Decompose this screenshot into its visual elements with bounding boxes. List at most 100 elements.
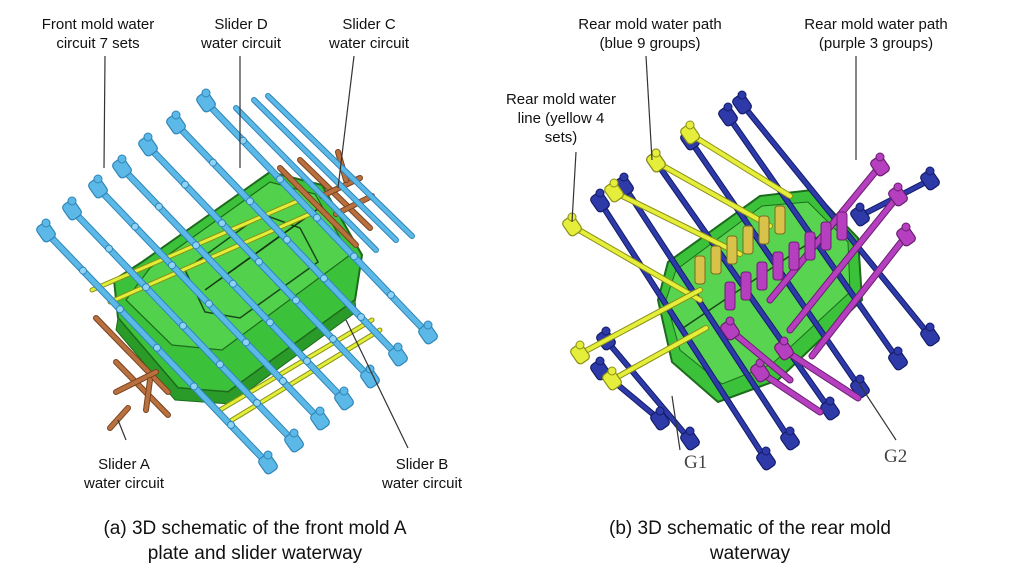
- slider-branch: [334, 194, 374, 216]
- label-rear-mold-yellow: Rear mold water line (yellow 4 sets): [486, 90, 636, 147]
- front-water-joint: [255, 257, 263, 266]
- rear-purple-connector: [774, 339, 794, 361]
- rear-blue-connector: [590, 191, 610, 213]
- slider-d-pipe: [252, 98, 398, 242]
- label-line: Rear mold water path: [804, 16, 948, 33]
- rear-blue-connector-cap: [825, 396, 835, 406]
- leader-line: [857, 381, 897, 441]
- rear-purple-baffle: [820, 221, 832, 251]
- label-g2: G2: [884, 446, 908, 467]
- rear-blue-connector-cap: [761, 446, 771, 456]
- leader-lines: [103, 55, 897, 451]
- slider-branch: [108, 406, 130, 430]
- rear-blue-connector-cap: [855, 202, 865, 212]
- front-water-joint: [192, 241, 200, 250]
- rear-purple-connector-cap: [725, 316, 735, 326]
- front-water-connector: [112, 157, 132, 179]
- slider-d-pipe: [234, 106, 378, 252]
- front-water-connector-cap: [171, 110, 181, 120]
- front-water-connector: [334, 389, 354, 411]
- slider-branch: [144, 378, 152, 412]
- rear-blue-connector-cap: [855, 374, 865, 384]
- front-water-connector-cap: [93, 174, 103, 184]
- slider-branch: [114, 370, 158, 394]
- rear-blue-connector: [820, 399, 840, 421]
- rear-yellow-baffle: [758, 215, 770, 245]
- rear-purple-baffle: [804, 231, 816, 261]
- rear-yellow-connector: [602, 369, 622, 391]
- rear-blue-connector-cap: [723, 102, 733, 112]
- label-slider-c-water-circuit: Slider C water circuit: [314, 15, 424, 53]
- rear-blue-connector: [780, 429, 800, 451]
- slider-pipe: [298, 158, 372, 230]
- rear-purple-baffle: [836, 211, 848, 241]
- rear-blue-connector-cap: [685, 426, 695, 436]
- front-water-connector-cap: [315, 406, 325, 416]
- front-water-connector: [310, 409, 330, 431]
- rear-yellow-baffle: [694, 255, 706, 285]
- rear-blue-connector-cap: [785, 426, 795, 436]
- label-line: (purple 3 groups): [818, 35, 934, 52]
- front-water-joint: [153, 343, 161, 352]
- rear-blue-connector: [732, 93, 752, 115]
- front-water-connector: [284, 431, 304, 453]
- front-water-connector-cap: [41, 218, 51, 228]
- front-water-joint: [116, 305, 124, 314]
- rear-yellow-connector: [604, 181, 624, 203]
- rear-blue-connector-cap: [893, 346, 903, 356]
- slider-d-pipe: [266, 94, 414, 238]
- front-water-connector-cap: [393, 342, 403, 352]
- rear-yellow-baffle: [710, 245, 722, 275]
- rear-yellow-connector-cap: [685, 120, 695, 130]
- slider-pipe: [278, 166, 358, 247]
- caption-front-mold: (a) 3D schematic of the front mold A pla…: [20, 516, 490, 566]
- caption-line: waterway: [709, 543, 791, 564]
- label-line: sets): [544, 129, 578, 146]
- caption-line: (b) 3D schematic of the rear mold: [609, 518, 891, 539]
- front-water-joint: [266, 318, 274, 327]
- rear-blue-connector: [850, 205, 870, 227]
- leader-line: [645, 55, 653, 161]
- caption-line: (a) 3D schematic of the front mold A: [103, 518, 407, 539]
- rear-blue-connector: [650, 409, 670, 431]
- leader-line: [337, 55, 355, 189]
- label-line: Slider C: [342, 16, 396, 33]
- rear-blue-connector-cap: [925, 322, 935, 332]
- front-water-joint: [292, 296, 300, 305]
- front-water-joint: [216, 360, 224, 369]
- rear-purple-baffle: [724, 281, 736, 311]
- front-water-joint: [131, 222, 139, 231]
- rear-yellow-path: [570, 224, 702, 302]
- rear-blue-connector-cap: [595, 356, 605, 366]
- rear-blue-connector-cap: [737, 90, 747, 100]
- rear-purple-path: [781, 347, 861, 401]
- front-water-joint: [142, 283, 150, 292]
- front-water-joint: [246, 197, 254, 206]
- label-g1: G1: [684, 452, 708, 473]
- front-water-connector-cap: [201, 88, 211, 98]
- rear-blue-connector-cap: [925, 166, 935, 176]
- rear-yellow-path: [610, 326, 708, 382]
- rear-blue-connector: [920, 169, 940, 191]
- label-line: circuit 7 sets: [56, 35, 140, 52]
- label-front-mold-water-circuit: Front mold water circuit 7 sets: [18, 15, 178, 53]
- front-water-connector: [166, 113, 186, 135]
- label-line: water circuit: [83, 475, 165, 492]
- leader-line: [103, 55, 106, 169]
- rear-blue-connector: [718, 105, 738, 127]
- rear-purple-baffle: [740, 271, 752, 301]
- label-line: line (yellow 4: [517, 110, 605, 127]
- front-water-joint: [105, 244, 113, 253]
- front-water-joint: [181, 180, 189, 189]
- front-water-joint: [320, 274, 328, 283]
- label-line: Slider A: [98, 456, 150, 473]
- slider-pipe: [94, 316, 170, 394]
- rear-yellow-path: [654, 160, 772, 228]
- rear-yellow-baffle: [742, 225, 754, 255]
- rear-yellow-path: [688, 132, 792, 198]
- rear-yellow-connector: [570, 343, 590, 365]
- front-water-connector-cap: [143, 132, 153, 142]
- rear-purple-connector-cap: [779, 336, 789, 346]
- front-water-connector-cap: [263, 450, 273, 460]
- front-water-joint: [276, 175, 284, 184]
